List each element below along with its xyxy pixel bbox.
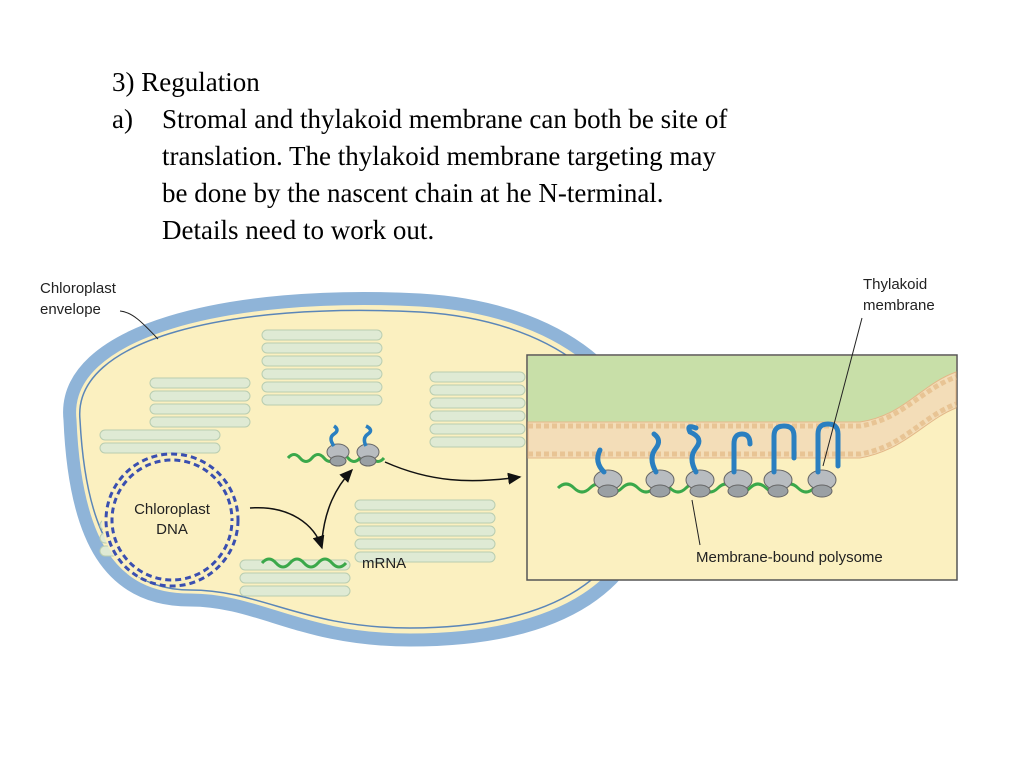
slide-heading: 3) Regulation (112, 67, 260, 97)
stromal-ribosome-2 (356, 424, 380, 467)
leader-envelope (119, 310, 159, 340)
thylakoid-label-line-1: Thylakoid (863, 276, 927, 293)
stromal-ribosome (326, 424, 350, 467)
mrna-strand (260, 557, 348, 569)
arrow-mrna-to-polysome (321, 468, 354, 541)
membrane-ribosomes (593, 469, 837, 498)
bullet-line-1: Stromal and thylakoid membrane can both … (162, 104, 728, 134)
thylakoid-label-line-2: membrane (863, 297, 935, 314)
bullet-line-3: be done by the nascent chain at he N-ter… (162, 178, 664, 208)
bullet-marker: a) (112, 104, 133, 134)
polysome-label: Membrane-bound polysome (696, 549, 883, 566)
bullet-line-4: Details need to work out. (162, 215, 435, 245)
bullet-item-a: a) Stromal and thylakoid membrane can bo… (112, 101, 932, 249)
nascent-chains (595, 421, 841, 475)
arrow-to-membrane-inset (384, 461, 522, 485)
dna-label-line-2: DNA (156, 521, 188, 538)
chloroplast-dna (102, 452, 242, 588)
bullet-line-2: translation. The thylakoid membrane targ… (162, 141, 716, 171)
envelope-label-line-1: Chloroplast (40, 280, 117, 297)
leader-polysome (691, 499, 701, 546)
leader-thylakoid (822, 317, 863, 467)
thylakoid-lipid-bilayer (527, 371, 957, 459)
thylakoid-stacks (99, 329, 526, 597)
chloroplast-diagram: Chloroplast DNA mRNA (40, 276, 958, 647)
mrna-label: mRNA (362, 555, 406, 572)
envelope-label-line-2: envelope (40, 301, 101, 318)
slide-text: 3) Regulation a) Stromal and thylakoid m… (112, 64, 932, 249)
membrane-inset (526, 354, 958, 581)
dna-label-line-1: Chloroplast (134, 501, 211, 518)
arrow-dna-to-mrna (249, 507, 325, 550)
